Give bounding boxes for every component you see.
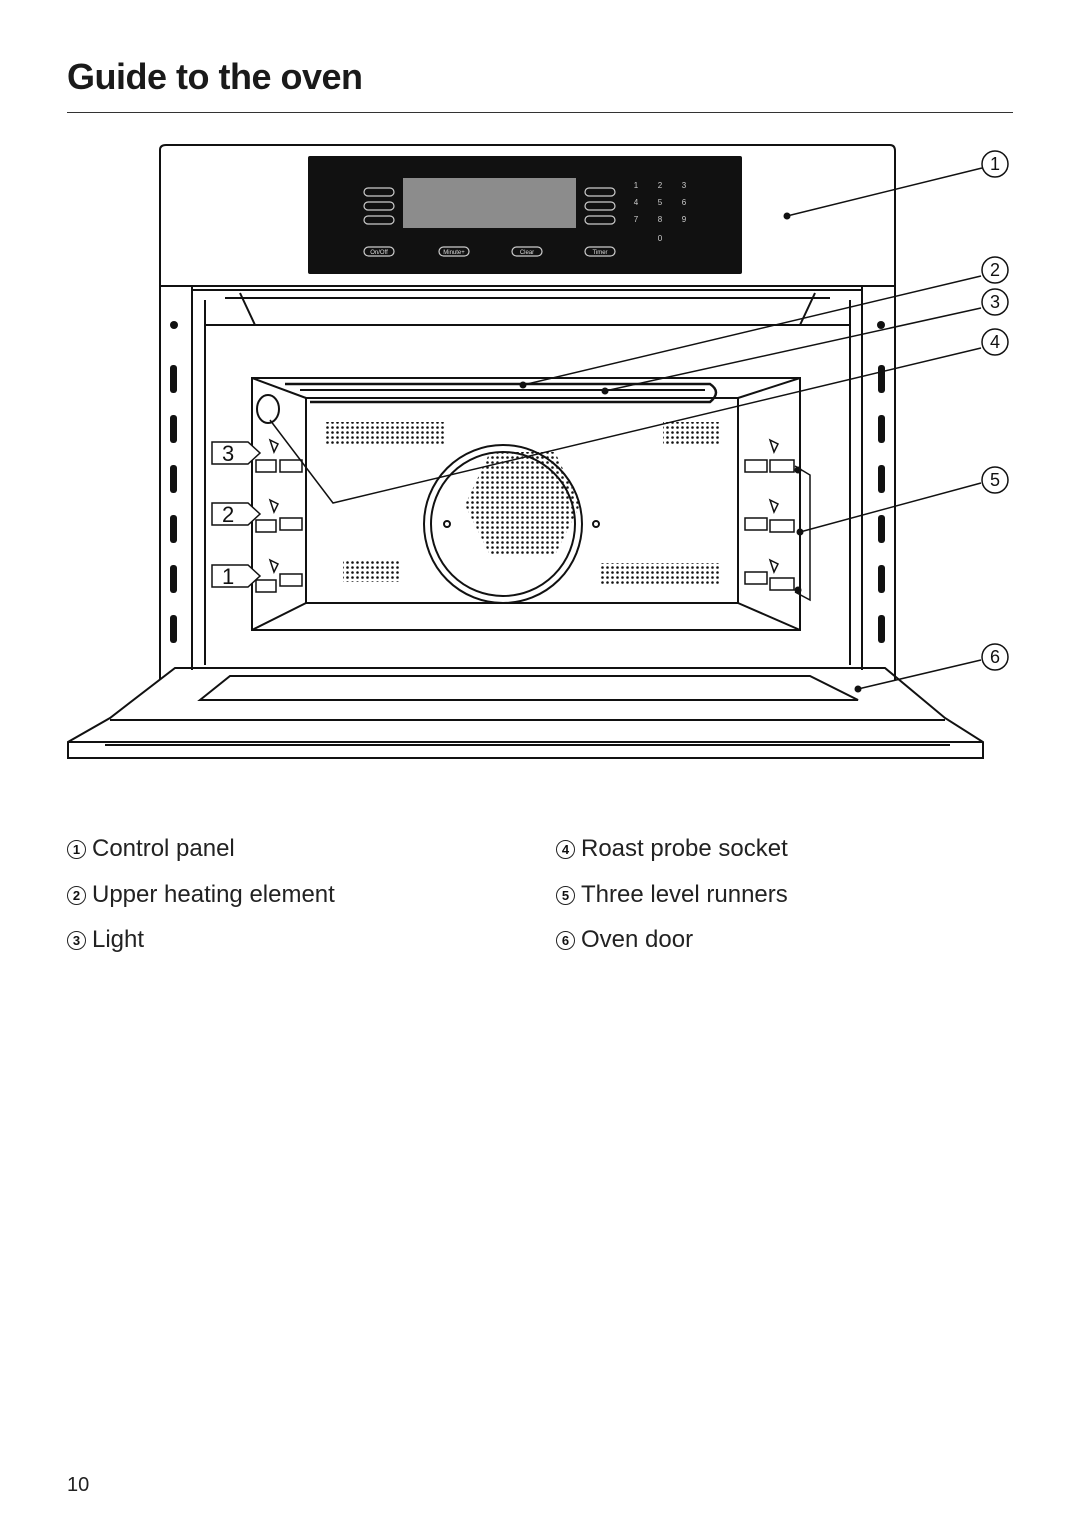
level-2-label: 2 — [222, 502, 234, 527]
legend-label: Light — [92, 926, 145, 953]
legend-item-upper-heating-element: 2 Upper heating element — [67, 880, 335, 910]
legend-item-control-panel: 1 Control panel — [67, 834, 235, 864]
button-onoff: On/Off — [370, 250, 388, 256]
legend-number: 1 — [67, 839, 86, 859]
level-1-marker — [211, 564, 262, 588]
page-title: Guide to the oven — [67, 56, 363, 97]
button-timer: Timer — [592, 250, 607, 256]
legend-label: Control panel — [92, 835, 235, 862]
legend-item-oven-door: 6 Oven door — [556, 925, 693, 955]
legend-label: Oven door — [581, 926, 694, 953]
control-panel-housing — [159, 144, 896, 287]
oven-cavity — [251, 377, 801, 631]
level-3-marker — [211, 441, 262, 465]
legend-label: Three level runners — [581, 881, 788, 908]
legend-item-roast-probe-socket: 4 Roast probe socket — [556, 834, 788, 864]
oven-diagram: On/Off Minute+ Clear Timer 1 2 3 4 5 6 7… — [67, 144, 1009, 759]
legend-item-light: 3 Light — [67, 925, 144, 955]
button-minute: Minute+ — [443, 250, 465, 256]
legend-number: 3 — [67, 930, 86, 950]
key-7: 7 — [634, 215, 639, 224]
callout-1: 1 — [990, 154, 1000, 174]
button-clear: Clear — [520, 250, 534, 256]
legend-number: 6 — [556, 930, 575, 950]
legend-number: 5 — [556, 885, 575, 905]
callout-4: 4 — [990, 332, 1000, 352]
title-divider — [67, 112, 1013, 113]
callout-5: 5 — [990, 470, 1000, 490]
key-6: 6 — [682, 198, 687, 207]
key-3: 3 — [682, 181, 687, 190]
oven-door — [67, 667, 984, 759]
level-3-label: 3 — [222, 441, 234, 466]
page-number: 10 — [67, 1474, 90, 1496]
key-9: 9 — [682, 215, 687, 224]
level-1-label: 1 — [222, 564, 234, 589]
callout-2: 2 — [990, 260, 1000, 280]
legend-number: 2 — [67, 885, 86, 905]
callout-3: 3 — [990, 292, 1000, 312]
legend-number: 4 — [556, 839, 575, 859]
lcd-screen — [403, 178, 576, 228]
key-2: 2 — [658, 181, 663, 190]
callout-6: 6 — [990, 647, 1000, 667]
key-5: 5 — [658, 198, 663, 207]
key-8: 8 — [658, 215, 663, 224]
key-1: 1 — [634, 181, 639, 190]
level-2-marker — [211, 502, 262, 526]
key-0: 0 — [658, 234, 663, 243]
oven-light — [256, 394, 280, 424]
legend-label: Roast probe socket — [581, 835, 788, 862]
fan-cover — [423, 444, 583, 604]
legend-label: Upper heating element — [92, 881, 335, 908]
upper-heating-element — [285, 382, 718, 404]
legend-item-three-level-runners: 5 Three level runners — [556, 880, 788, 910]
key-4: 4 — [634, 198, 639, 207]
